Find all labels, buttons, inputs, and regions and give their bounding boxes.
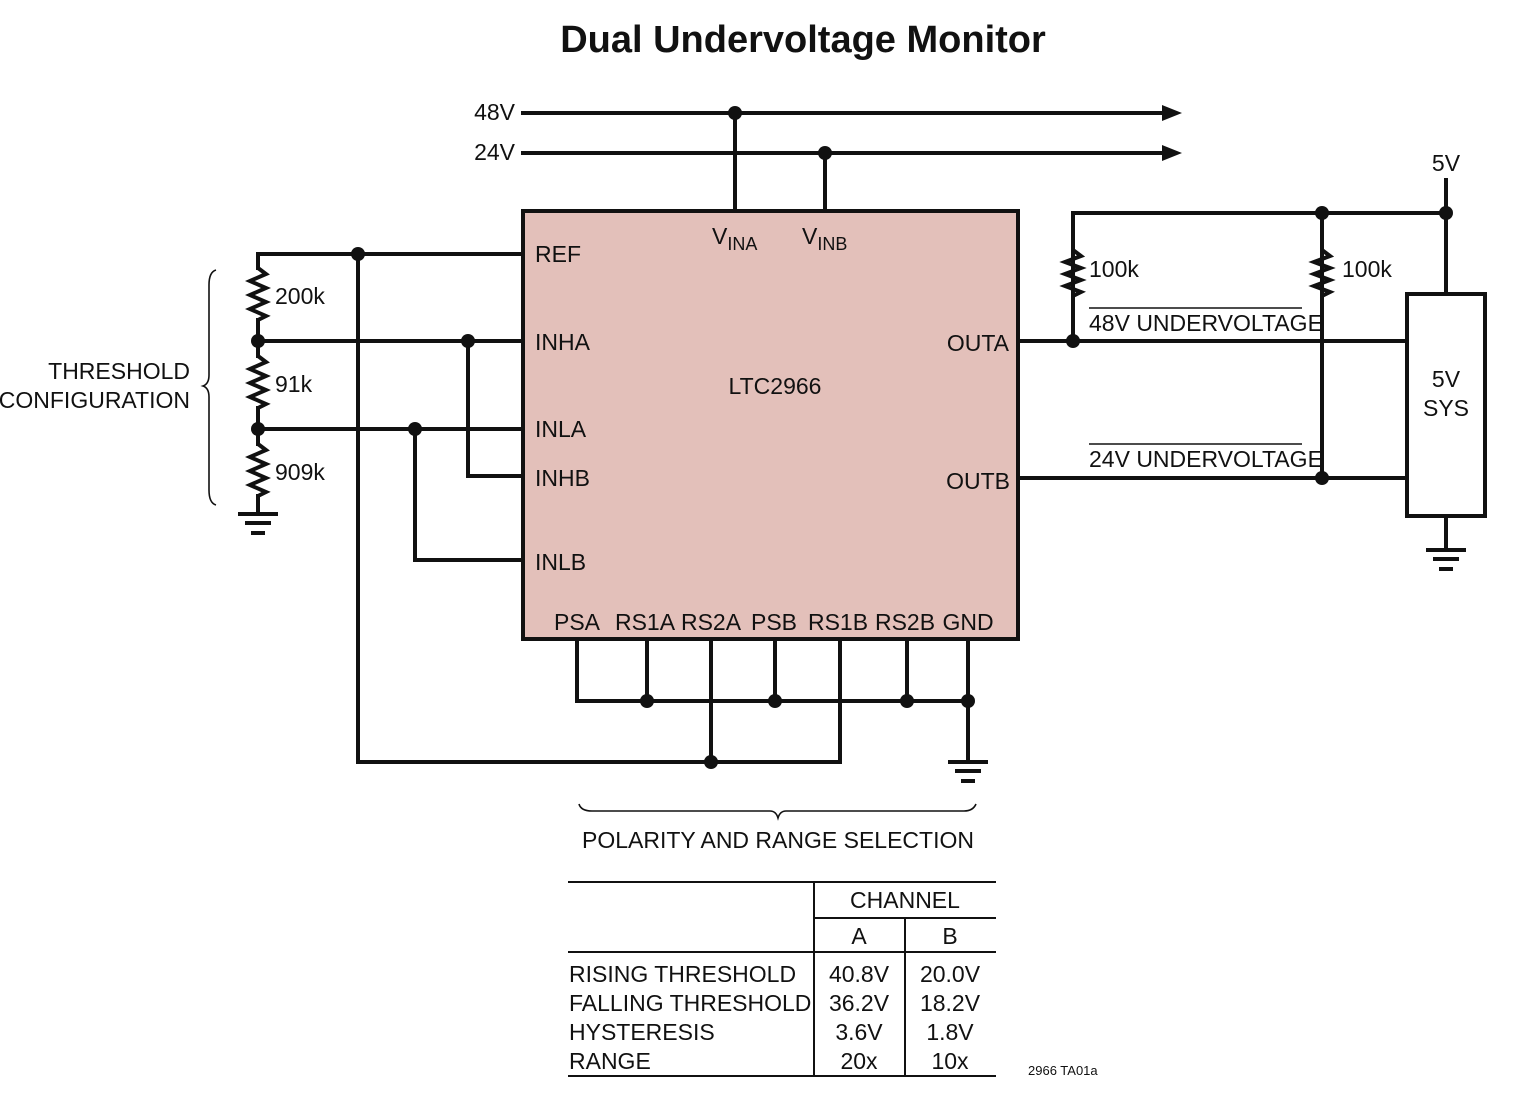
pin-ref: REF — [535, 241, 581, 267]
chip-part-number: LTC2966 — [729, 373, 822, 399]
pin-inhb: INHB — [535, 465, 590, 491]
resistor-100k-b-label: 100k — [1342, 256, 1392, 282]
table-row-label: FALLING THRESHOLD — [569, 990, 811, 1016]
junction-dot — [408, 422, 422, 436]
table-row-label: RISING THRESHOLD — [569, 961, 796, 987]
table-cell: 10x — [931, 1048, 969, 1074]
table-column-header: A — [851, 923, 867, 949]
diagram-title: Dual Undervoltage Monitor — [560, 19, 1046, 61]
junction-dot — [1066, 334, 1080, 348]
inlb-wire — [413, 427, 525, 562]
rail-48v-label: 48V — [474, 99, 516, 125]
pin-rs1b: RS1B — [808, 609, 868, 635]
table-row: FALLING THRESHOLD 36.2V 18.2V — [569, 990, 981, 1016]
resistor-100k-b-icon — [1308, 248, 1336, 298]
psa-gnd-wire — [575, 637, 970, 703]
junction-dot — [900, 694, 914, 708]
pin-outa: OUTA — [947, 330, 1010, 356]
junction-dot — [251, 422, 265, 436]
pin-rs1a: RS1A — [615, 609, 676, 635]
pin-vina-sub: INA — [727, 234, 757, 254]
rail-24v-arrow-icon — [1162, 145, 1182, 161]
table-row-label: RANGE — [569, 1048, 651, 1074]
junction-dot — [961, 694, 975, 708]
table-cell: 40.8V — [829, 961, 890, 987]
pin-inla: INLA — [535, 416, 587, 442]
threshold-label-line1: THRESHOLD — [48, 358, 190, 384]
5v-sys-box — [1405, 292, 1487, 518]
junction-dot — [818, 146, 832, 160]
pin-psb: PSB — [751, 609, 797, 635]
table-row: RANGE 20x 10x — [569, 1048, 969, 1074]
resistor-91k-icon — [245, 354, 271, 410]
table-cell: 1.8V — [926, 1019, 974, 1045]
junction-dot — [640, 694, 654, 708]
table-row-label: HYSTERESIS — [569, 1019, 715, 1045]
table-group-header: CHANNEL — [850, 887, 960, 913]
table-cell: 3.6V — [835, 1019, 883, 1045]
junction-dot — [704, 755, 718, 769]
pin-rs2a: RS2A — [681, 609, 742, 635]
table-column-header: B — [942, 923, 957, 949]
resistor-909k-label: 909k — [275, 459, 325, 485]
pin-inha: INHA — [535, 329, 591, 355]
table-cell: 36.2V — [829, 990, 890, 1016]
junction-dot — [728, 106, 742, 120]
resistor-91k-label: 91k — [275, 371, 313, 397]
resistor-909k-icon — [245, 442, 271, 498]
load-label-line1: 5V — [1432, 366, 1461, 392]
pin-vinb-main: V — [802, 223, 818, 249]
table-cell: 20x — [840, 1048, 878, 1074]
junction-dot — [768, 694, 782, 708]
junction-dot — [251, 334, 265, 348]
pin-vina: VINA — [712, 223, 757, 254]
junction-dot — [1315, 206, 1329, 220]
pin-gnd: GND — [942, 609, 993, 635]
load-label-line2: SYS — [1423, 395, 1469, 421]
signal-24v-undervoltage: 24V UNDERVOLTAGE — [1089, 446, 1323, 472]
pin-vinb: VINB — [802, 223, 847, 254]
pin-outb: OUTB — [946, 468, 1010, 494]
pin-inlb: INLB — [535, 549, 586, 575]
threshold-label-line2: CONFIGURATION — [0, 387, 190, 413]
table-cell: 18.2V — [920, 990, 981, 1016]
ref-wire — [256, 252, 525, 270]
resistor-200k-label: 200k — [275, 283, 325, 309]
pin-psa: PSA — [554, 609, 601, 635]
table-cell: 20.0V — [920, 961, 981, 987]
signal-48v-undervoltage: 48V UNDERVOLTAGE — [1089, 310, 1323, 336]
polarity-brace-icon — [578, 803, 977, 821]
table-row: RISING THRESHOLD 40.8V 20.0V — [569, 961, 981, 987]
pin-vina-main: V — [712, 223, 728, 249]
polarity-label: POLARITY AND RANGE SELECTION — [582, 827, 974, 853]
resistor-100k-a-icon — [1059, 248, 1087, 298]
pin-vinb-sub: INB — [817, 234, 847, 254]
threshold-table: CHANNEL A B RISING THRESHOLD 40.8V 20.0V… — [568, 881, 996, 1077]
pin-rs2b: RS2B — [875, 609, 935, 635]
junction-dot — [461, 334, 475, 348]
supply-5v-label: 5V — [1432, 150, 1461, 176]
threshold-brace-icon — [200, 269, 217, 506]
resistor-100k-a-label: 100k — [1089, 256, 1139, 282]
rail-24v-label: 24V — [474, 139, 516, 165]
junction-dot — [351, 247, 365, 261]
ltc2966-chip — [521, 209, 1020, 641]
rail-48v-arrow-icon — [1162, 105, 1182, 121]
resistor-200k-icon — [245, 266, 271, 322]
figure-id: 2966 TA01a — [1028, 1063, 1098, 1078]
junction-dot — [1315, 471, 1329, 485]
inhb-wire — [466, 339, 525, 478]
table-row: HYSTERESIS 3.6V 1.8V — [569, 1019, 974, 1045]
